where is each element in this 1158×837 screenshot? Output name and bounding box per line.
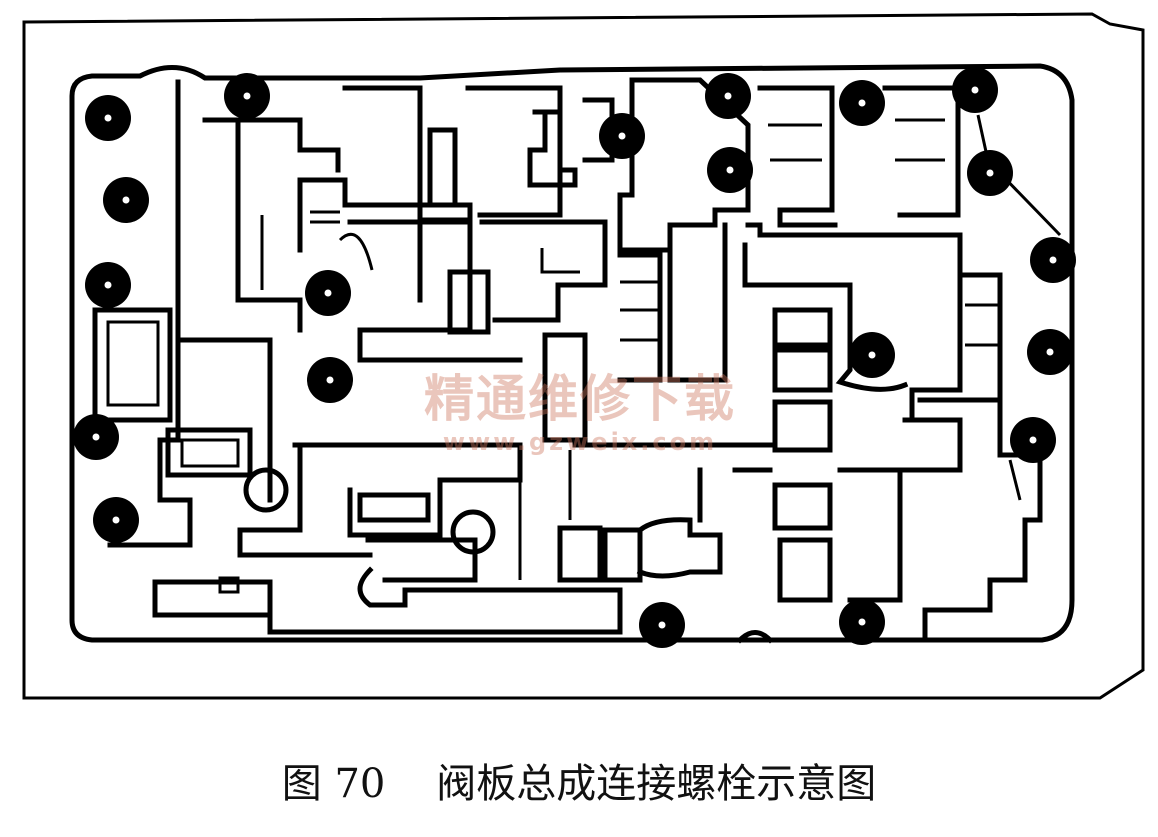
watermark-url: www.gzweix.com: [442, 428, 718, 456]
figure-caption: 图 70 阀板总成连接螺栓示意图: [281, 761, 877, 807]
watermark-text: 精通维修下载: [424, 369, 736, 428]
bolt-head-icon: [73, 414, 119, 460]
bolt-head-icon: [224, 73, 270, 119]
bolt-head-icon: [839, 599, 885, 645]
bolt-head-icon: [1027, 329, 1073, 375]
bolt-head-icon: [639, 602, 685, 648]
bolt-head-icon: [952, 67, 998, 113]
bolt-head-icon: [305, 270, 351, 316]
center-right-passages: [617, 77, 1043, 643]
bolt-head-icon: [849, 332, 895, 378]
lower-passages: [152, 332, 963, 644]
inner-body-outline: [69, 63, 1075, 643]
left-passages: [92, 79, 341, 548]
bolt-head-icon: [93, 497, 139, 543]
outer-plate: [22, 12, 1145, 700]
bolt-head-icon: [1030, 237, 1076, 283]
bolt-head-icon: [599, 113, 645, 159]
bolt-head-icon: [103, 177, 149, 223]
bolt-group: [73, 67, 1076, 648]
bolt-head-icon: [85, 262, 131, 308]
bolt-head-icon: [967, 150, 1013, 196]
bolt-head-icon: [1010, 417, 1056, 463]
bolt-head-icon: [307, 357, 353, 403]
bolt-head-icon: [839, 80, 885, 126]
upper-passages: [297, 85, 615, 363]
bolt-head-icon: [705, 73, 751, 119]
bolt-head-icon: [85, 95, 131, 141]
bolt-head-icon: [707, 147, 753, 193]
